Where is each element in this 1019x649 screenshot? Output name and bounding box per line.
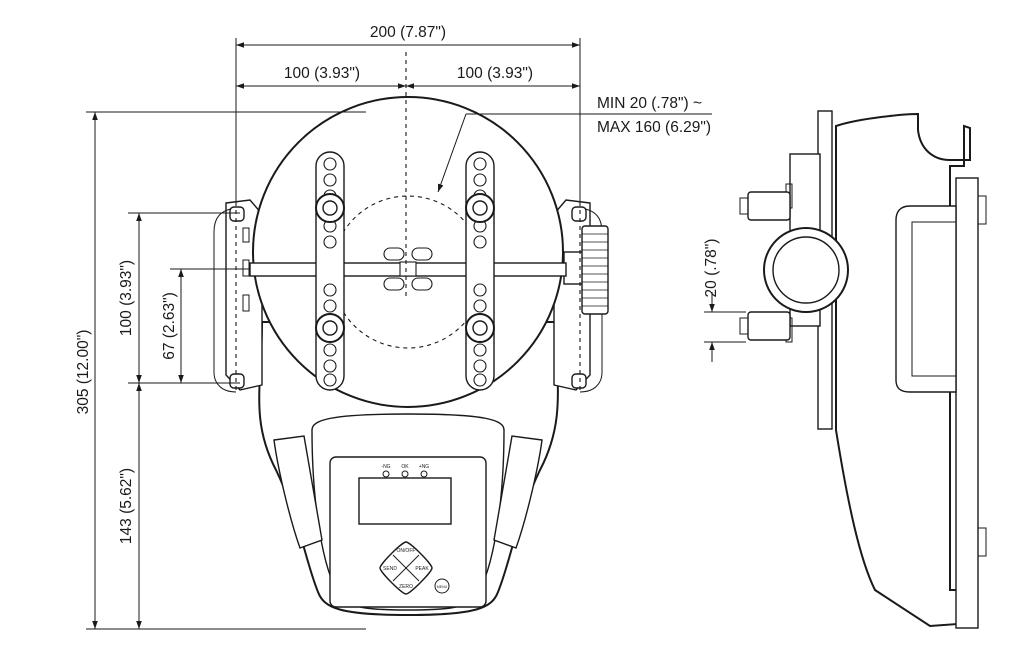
right-bracket-hole-bottom bbox=[571, 373, 587, 389]
right-bracket-hole-top bbox=[571, 206, 587, 222]
side-upper-pin bbox=[747, 191, 791, 221]
right-jaw-pin-bottom-inner bbox=[472, 320, 488, 336]
side-rear-plate bbox=[955, 177, 979, 629]
range-leader bbox=[437, 113, 467, 193]
side-lower-pin bbox=[747, 311, 791, 341]
left-bracket-pad-3 bbox=[242, 294, 250, 312]
left-bracket-pad-2 bbox=[242, 259, 250, 277]
indicator-led-minus bbox=[382, 470, 390, 478]
indicator-led-ok bbox=[401, 470, 409, 478]
side-window bbox=[895, 205, 957, 393]
adjust-knob-shaft bbox=[563, 251, 585, 285]
overall-height-label: 305 (12.00") bbox=[75, 330, 92, 415]
left-slot bbox=[273, 435, 323, 549]
right-jaw-pin-top-inner bbox=[472, 200, 488, 216]
left-jaw-pin-bottom-inner bbox=[322, 320, 338, 336]
center-height-label: 67 (2.63") bbox=[161, 292, 178, 360]
knob-knurling bbox=[582, 233, 608, 307]
side-view: 20 (.78") bbox=[703, 110, 987, 629]
indicator-label-minus: -NG bbox=[381, 464, 390, 470]
adjust-knob[interactable] bbox=[581, 225, 609, 315]
left-jaw-holes bbox=[323, 157, 337, 387]
side-rear-tab-1 bbox=[977, 195, 987, 225]
menu-button[interactable] bbox=[434, 578, 450, 594]
bracket-height-label: 100 (3.93") bbox=[118, 260, 135, 336]
front-dimensions: 200 (7.87") 100 (3.93") 100 (3.93") MIN … bbox=[75, 24, 712, 630]
send-button[interactable]: SEND bbox=[383, 566, 397, 572]
left-half-label: 100 (3.93") bbox=[284, 65, 360, 82]
side-gap-label: 20 (.78") bbox=[703, 239, 720, 298]
peak-button[interactable]: PEAK bbox=[415, 566, 429, 572]
side-window-inner bbox=[911, 221, 957, 377]
range-max-label: MAX 160 (6.29") bbox=[597, 119, 711, 136]
lower-height-label: 143 (5.62") bbox=[118, 468, 135, 544]
round-plate bbox=[252, 96, 564, 408]
left-bracket-arm bbox=[213, 207, 237, 393]
indicator-label-plus: +NG bbox=[419, 464, 430, 470]
side-rear-tab-2 bbox=[977, 527, 987, 557]
overall-width-label: 200 (7.87") bbox=[370, 24, 446, 41]
front-view: -NG OK +NG ON/OFF SEND PEAK ZERO MENU bbox=[213, 52, 609, 617]
lcd-display bbox=[358, 477, 452, 525]
zero-button[interactable]: ZERO bbox=[399, 584, 413, 590]
right-slot bbox=[493, 435, 543, 549]
menu-button-label: MENU bbox=[437, 585, 448, 589]
left-bracket-pad-1 bbox=[242, 227, 250, 243]
left-bracket-hole-bottom bbox=[229, 373, 245, 389]
side-shaft-circle-inner bbox=[772, 236, 840, 304]
indicator-label-ok: OK bbox=[401, 464, 409, 470]
range-min-label: MIN 20 (.78") ~ bbox=[597, 95, 702, 112]
indicator-led-plus bbox=[420, 470, 428, 478]
center-connector bbox=[383, 247, 433, 291]
onoff-button[interactable]: ON/OFF bbox=[397, 548, 416, 554]
right-half-label: 100 (3.93") bbox=[457, 65, 533, 82]
left-bracket-hole-top bbox=[229, 206, 245, 222]
left-jaw-pin-top-inner bbox=[322, 200, 338, 216]
